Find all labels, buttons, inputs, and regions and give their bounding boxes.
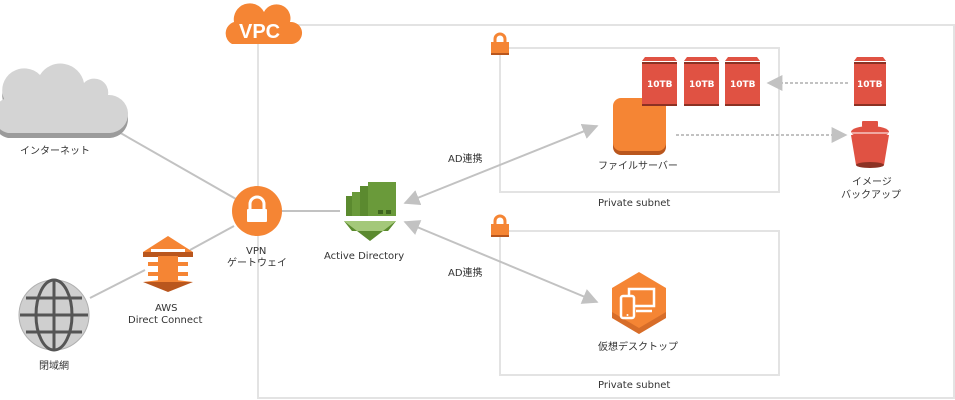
backup-volume-label: 10TB <box>857 80 883 90</box>
lock-icon <box>247 209 267 222</box>
closed-network-label: 閉域網 <box>39 359 69 372</box>
direct-connect-label-1: AWS <box>155 303 178 314</box>
vpn-label-1: VPN <box>246 246 266 257</box>
image-backup-label-1: イメージ <box>852 177 892 188</box>
edge-label-ad-fileserver: AD連携 <box>448 152 483 165</box>
ebs-volume-3[interactable]: 10TB <box>725 57 760 106</box>
vpc-cloud-icon: VPC <box>225 3 303 45</box>
private-subnet-1-label: Private subnet <box>598 198 670 209</box>
ebs-volume-2[interactable]: 10TB <box>684 57 719 106</box>
instance-icon <box>613 98 666 155</box>
cloud-icon <box>0 63 129 138</box>
subnet-1-lock-icon <box>491 32 509 55</box>
virtual-desktop-label: 仮想デスクトップ <box>598 340 678 353</box>
edge-internet-vpn <box>109 126 237 200</box>
workspaces-icon <box>612 272 666 334</box>
edge-ad-desktop <box>403 220 599 304</box>
vpn-label-2: ゲートウェイ <box>227 257 287 269</box>
closed-network-node[interactable]: 閉域網 <box>18 278 90 372</box>
vpn-gateway-node[interactable]: VPN ゲートウェイ <box>227 186 287 269</box>
file-server-node[interactable]: ファイルサーバー <box>598 98 678 172</box>
edge-closednet-directconnect <box>89 269 146 299</box>
edge-ad-fileserver <box>403 123 599 206</box>
image-backup-node[interactable]: イメージ バックアップ <box>841 121 901 201</box>
globe-icon <box>18 278 90 352</box>
direct-connect-icon <box>143 236 193 292</box>
s3-bucket-icon <box>851 121 889 168</box>
vpc-label: VPC <box>239 21 280 43</box>
ebs-volume-1[interactable]: 10TB <box>642 57 677 106</box>
direct-connect-node[interactable]: AWS Direct Connect <box>128 236 203 326</box>
image-backup-label-2: バックアップ <box>841 189 901 201</box>
volume-1-label: 10TB <box>647 80 673 90</box>
private-subnet-1-boundary <box>499 47 780 193</box>
volume-2-label: 10TB <box>689 80 715 90</box>
active-directory-node[interactable]: Active Directory <box>324 182 404 262</box>
vpn-gateway-icon <box>232 186 282 236</box>
directory-service-icon <box>344 182 396 241</box>
volume-3-label: 10TB <box>730 80 756 90</box>
edge-label-ad-desktop: AD連携 <box>448 266 483 279</box>
subnet-2-lock-icon <box>491 214 509 237</box>
internet-node[interactable]: インターネット <box>0 63 129 157</box>
internet-label: インターネット <box>20 145 90 157</box>
active-directory-label: Active Directory <box>324 251 404 262</box>
backup-volume[interactable]: 10TB <box>854 57 886 106</box>
edge-directconnect-vpn <box>189 225 235 251</box>
virtual-desktop-node[interactable]: 仮想デスクトップ <box>598 272 678 353</box>
direct-connect-label-2: Direct Connect <box>128 315 203 326</box>
private-subnet-2-label: Private subnet <box>598 380 670 391</box>
file-server-label: ファイルサーバー <box>598 160 678 172</box>
